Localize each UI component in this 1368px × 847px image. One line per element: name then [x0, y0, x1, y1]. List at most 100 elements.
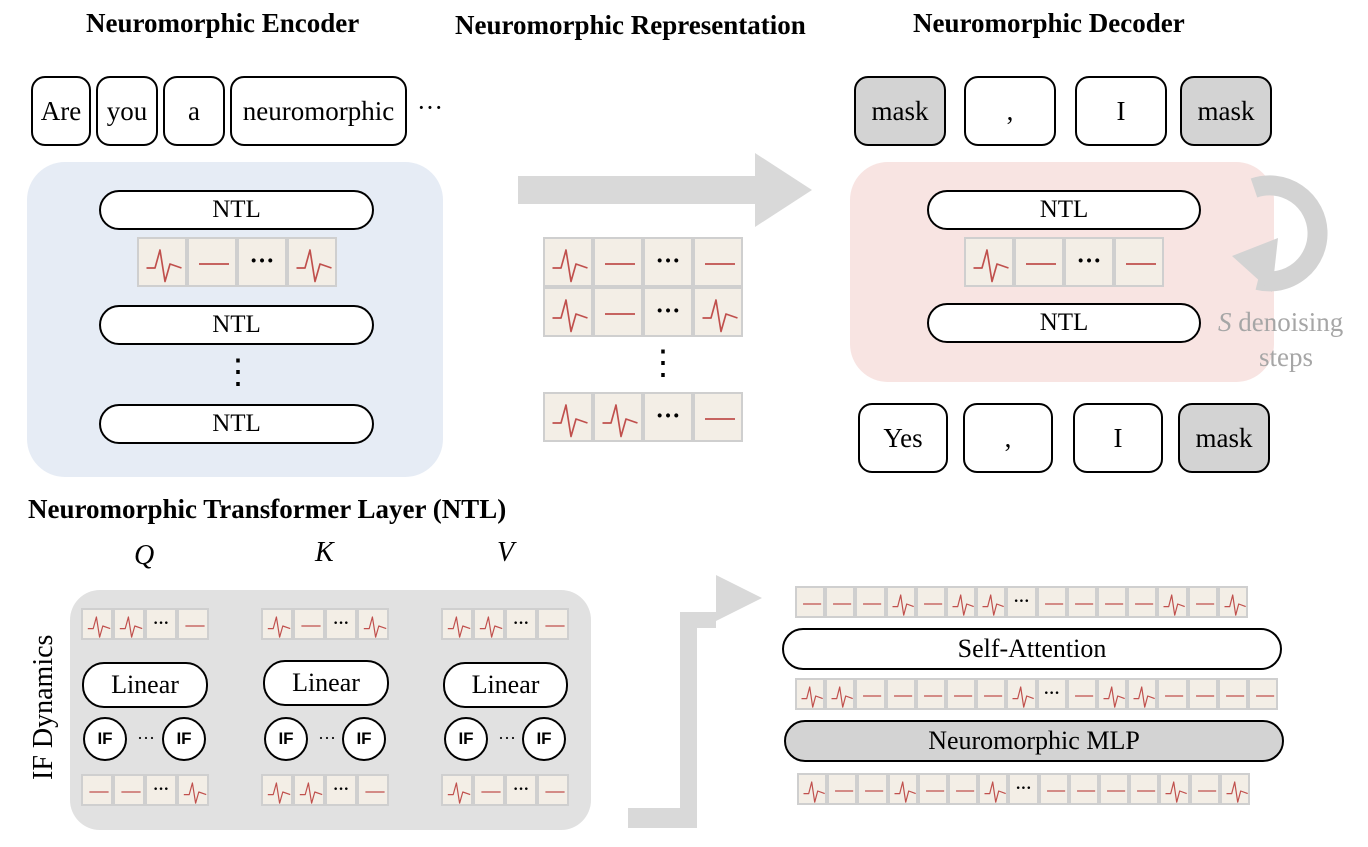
- encoder-token: you: [96, 76, 158, 146]
- spike-cell: [917, 773, 948, 805]
- steps-variable: S: [1218, 307, 1232, 337]
- decoder-output-token: Yes: [858, 403, 948, 473]
- if-neuron: IF: [83, 717, 127, 761]
- spike-cell: [946, 678, 977, 710]
- spike-cell: ···: [1008, 773, 1039, 805]
- spike-cell: [593, 392, 643, 442]
- spike-ellipsis: ···: [332, 781, 349, 798]
- spike-cell: [915, 678, 946, 710]
- spike-cell: [441, 608, 473, 640]
- denoising-steps-label: S denoising: [1218, 307, 1343, 338]
- decoder-ntl-layer: NTL: [927, 190, 1201, 230]
- spike-cell: [948, 773, 979, 805]
- spike-cell: [825, 586, 856, 618]
- spike-cell: [543, 392, 593, 442]
- spike-cell: [693, 392, 743, 442]
- spike-cell: [1014, 237, 1064, 287]
- spike-cell: [1068, 773, 1099, 805]
- spike-cell: [537, 608, 569, 640]
- spike-cell: [1038, 773, 1069, 805]
- linear-k: Linear: [263, 660, 389, 706]
- encoder-vdots: ⋮: [221, 354, 255, 391]
- spike-cell: [1248, 678, 1279, 710]
- spike-cell: ···: [643, 237, 693, 287]
- linear-q: Linear: [82, 662, 208, 708]
- denoising-loop-arrow: [1250, 175, 1328, 292]
- spike-cell: [976, 678, 1007, 710]
- decoder-title: Neuromorphic Decoder: [913, 8, 1185, 38]
- decoder-output-token: mask: [1178, 403, 1270, 473]
- spike-cell: [855, 586, 886, 618]
- spike-cell: ···: [325, 608, 357, 640]
- spike-ellipsis: ···: [655, 403, 681, 430]
- encoder-token: neuromorphic: [230, 76, 407, 146]
- spike-cell: [543, 287, 593, 337]
- steps-text: steps: [1259, 342, 1313, 372]
- q-label: Q: [134, 540, 155, 571]
- spike-cell: [1159, 773, 1190, 805]
- spike-cell: [825, 678, 856, 710]
- decoder-input-token: mask: [1180, 76, 1272, 146]
- spike-cell: [1217, 586, 1248, 618]
- spike-cell: [885, 678, 916, 710]
- if-ellipsis: ···: [137, 728, 155, 748]
- k-label: K: [315, 537, 334, 568]
- encoder-token: a: [163, 76, 225, 146]
- if-neuron: IF: [342, 717, 386, 761]
- if-neuron: IF: [162, 717, 206, 761]
- spike-cell: [357, 774, 389, 806]
- spike-cell: [946, 586, 977, 618]
- spike-cell: [915, 586, 946, 618]
- spike-ellipsis: ···: [512, 615, 529, 632]
- spike-cell: [1036, 586, 1067, 618]
- spike-cell: [1217, 678, 1248, 710]
- spike-ellipsis: ···: [249, 248, 275, 275]
- spike-ellipsis: ···: [1015, 780, 1032, 797]
- spike-cell: [693, 287, 743, 337]
- spike-cell: [287, 237, 337, 287]
- decoder-output-token: ,: [963, 403, 1053, 473]
- encoder-ntl-layer: NTL: [99, 404, 374, 444]
- representation-title: Neuromorphic Representation: [455, 10, 806, 40]
- if-dynamics-label: IF Dynamics: [28, 634, 59, 780]
- spike-cell: [1127, 678, 1158, 710]
- ntl-expand-arrow: [628, 575, 762, 828]
- spike-cell: [1066, 586, 1097, 618]
- spike-ellipsis: ···: [655, 298, 681, 325]
- spike-cell: ···: [1006, 586, 1037, 618]
- if-neuron: IF: [264, 717, 308, 761]
- denoising-arrowhead: [1232, 238, 1278, 292]
- spike-cell: [797, 773, 828, 805]
- linear-v: Linear: [443, 662, 568, 708]
- spike-ellipsis: ···: [152, 615, 169, 632]
- neuromorphic-mlp-block: Neuromorphic MLP: [784, 720, 1284, 762]
- spike-cell: [1157, 586, 1188, 618]
- representation-arrow: [518, 153, 812, 227]
- spike-cell: ···: [237, 237, 287, 287]
- spike-ellipsis: ···: [152, 781, 169, 798]
- spike-cell: [1187, 586, 1218, 618]
- if-ellipsis: ···: [498, 728, 516, 748]
- spike-cell: [537, 774, 569, 806]
- spike-cell: ···: [1036, 678, 1067, 710]
- spike-cell: [473, 774, 505, 806]
- spike-cell: [261, 608, 293, 640]
- spike-cell: [81, 774, 113, 806]
- v-label: V: [497, 537, 515, 568]
- spike-cell: [978, 773, 1009, 805]
- spike-cell: [855, 678, 886, 710]
- spike-cell: ···: [325, 774, 357, 806]
- spike-cell: [827, 773, 858, 805]
- denoising-text: denoising: [1238, 307, 1344, 337]
- spike-cell: ···: [505, 774, 537, 806]
- spike-cell: [81, 608, 113, 640]
- encoder-token: Are: [31, 76, 91, 146]
- spike-cell: [473, 608, 505, 640]
- representation-vdots: ⋮: [646, 345, 680, 382]
- spike-cell: [177, 774, 209, 806]
- spike-cell: [293, 608, 325, 640]
- spike-cell: ···: [1064, 237, 1114, 287]
- spike-ellipsis: ···: [1076, 248, 1102, 275]
- spike-cell: [261, 774, 293, 806]
